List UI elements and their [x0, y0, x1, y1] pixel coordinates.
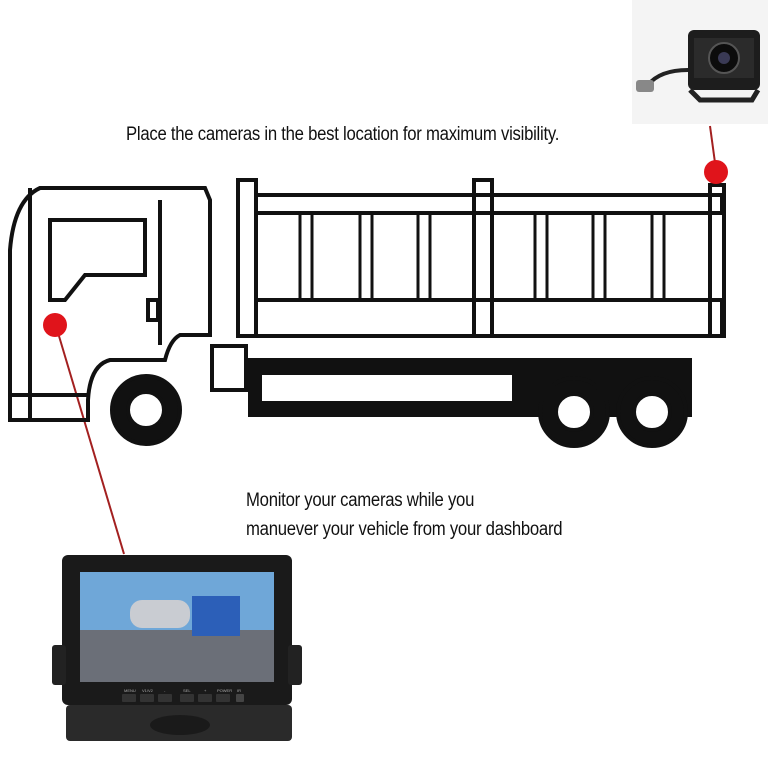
button-label: IR	[237, 688, 241, 693]
caption-monitor-line1: Monitor your cameras while you	[246, 490, 475, 511]
button-label: POWER	[217, 688, 232, 693]
rear-camera-marker	[704, 160, 728, 184]
side-camera-marker	[43, 313, 67, 337]
button-label: -	[164, 688, 166, 693]
v1v2-button[interactable]	[140, 694, 154, 702]
menu-button[interactable]	[122, 694, 136, 702]
minus-button[interactable]	[158, 694, 172, 702]
plus-button[interactable]	[198, 694, 212, 702]
caption-monitor: Monitor your cameras while you manuever …	[246, 486, 563, 544]
caption-monitor-line2: manuever your vehicle from your dashboar…	[246, 519, 563, 540]
caption-camera-placement: Place the cameras in the best location f…	[126, 124, 560, 145]
button-label: SEL	[183, 688, 191, 693]
leader-line-side	[55, 325, 125, 555]
button-label: +	[204, 688, 207, 693]
power-button[interactable]	[216, 694, 230, 702]
dashboard-monitor-image	[52, 555, 302, 741]
ir-button[interactable]	[236, 694, 244, 702]
button-label: V1/V2	[142, 688, 154, 693]
rear-camera-image	[632, 0, 768, 124]
truck-outline	[8, 178, 726, 448]
button-label: MENU	[124, 688, 136, 693]
monitor-buttons: MENU V1/V2 - SEL + POWER IR	[122, 688, 244, 702]
sel-button[interactable]	[180, 694, 194, 702]
